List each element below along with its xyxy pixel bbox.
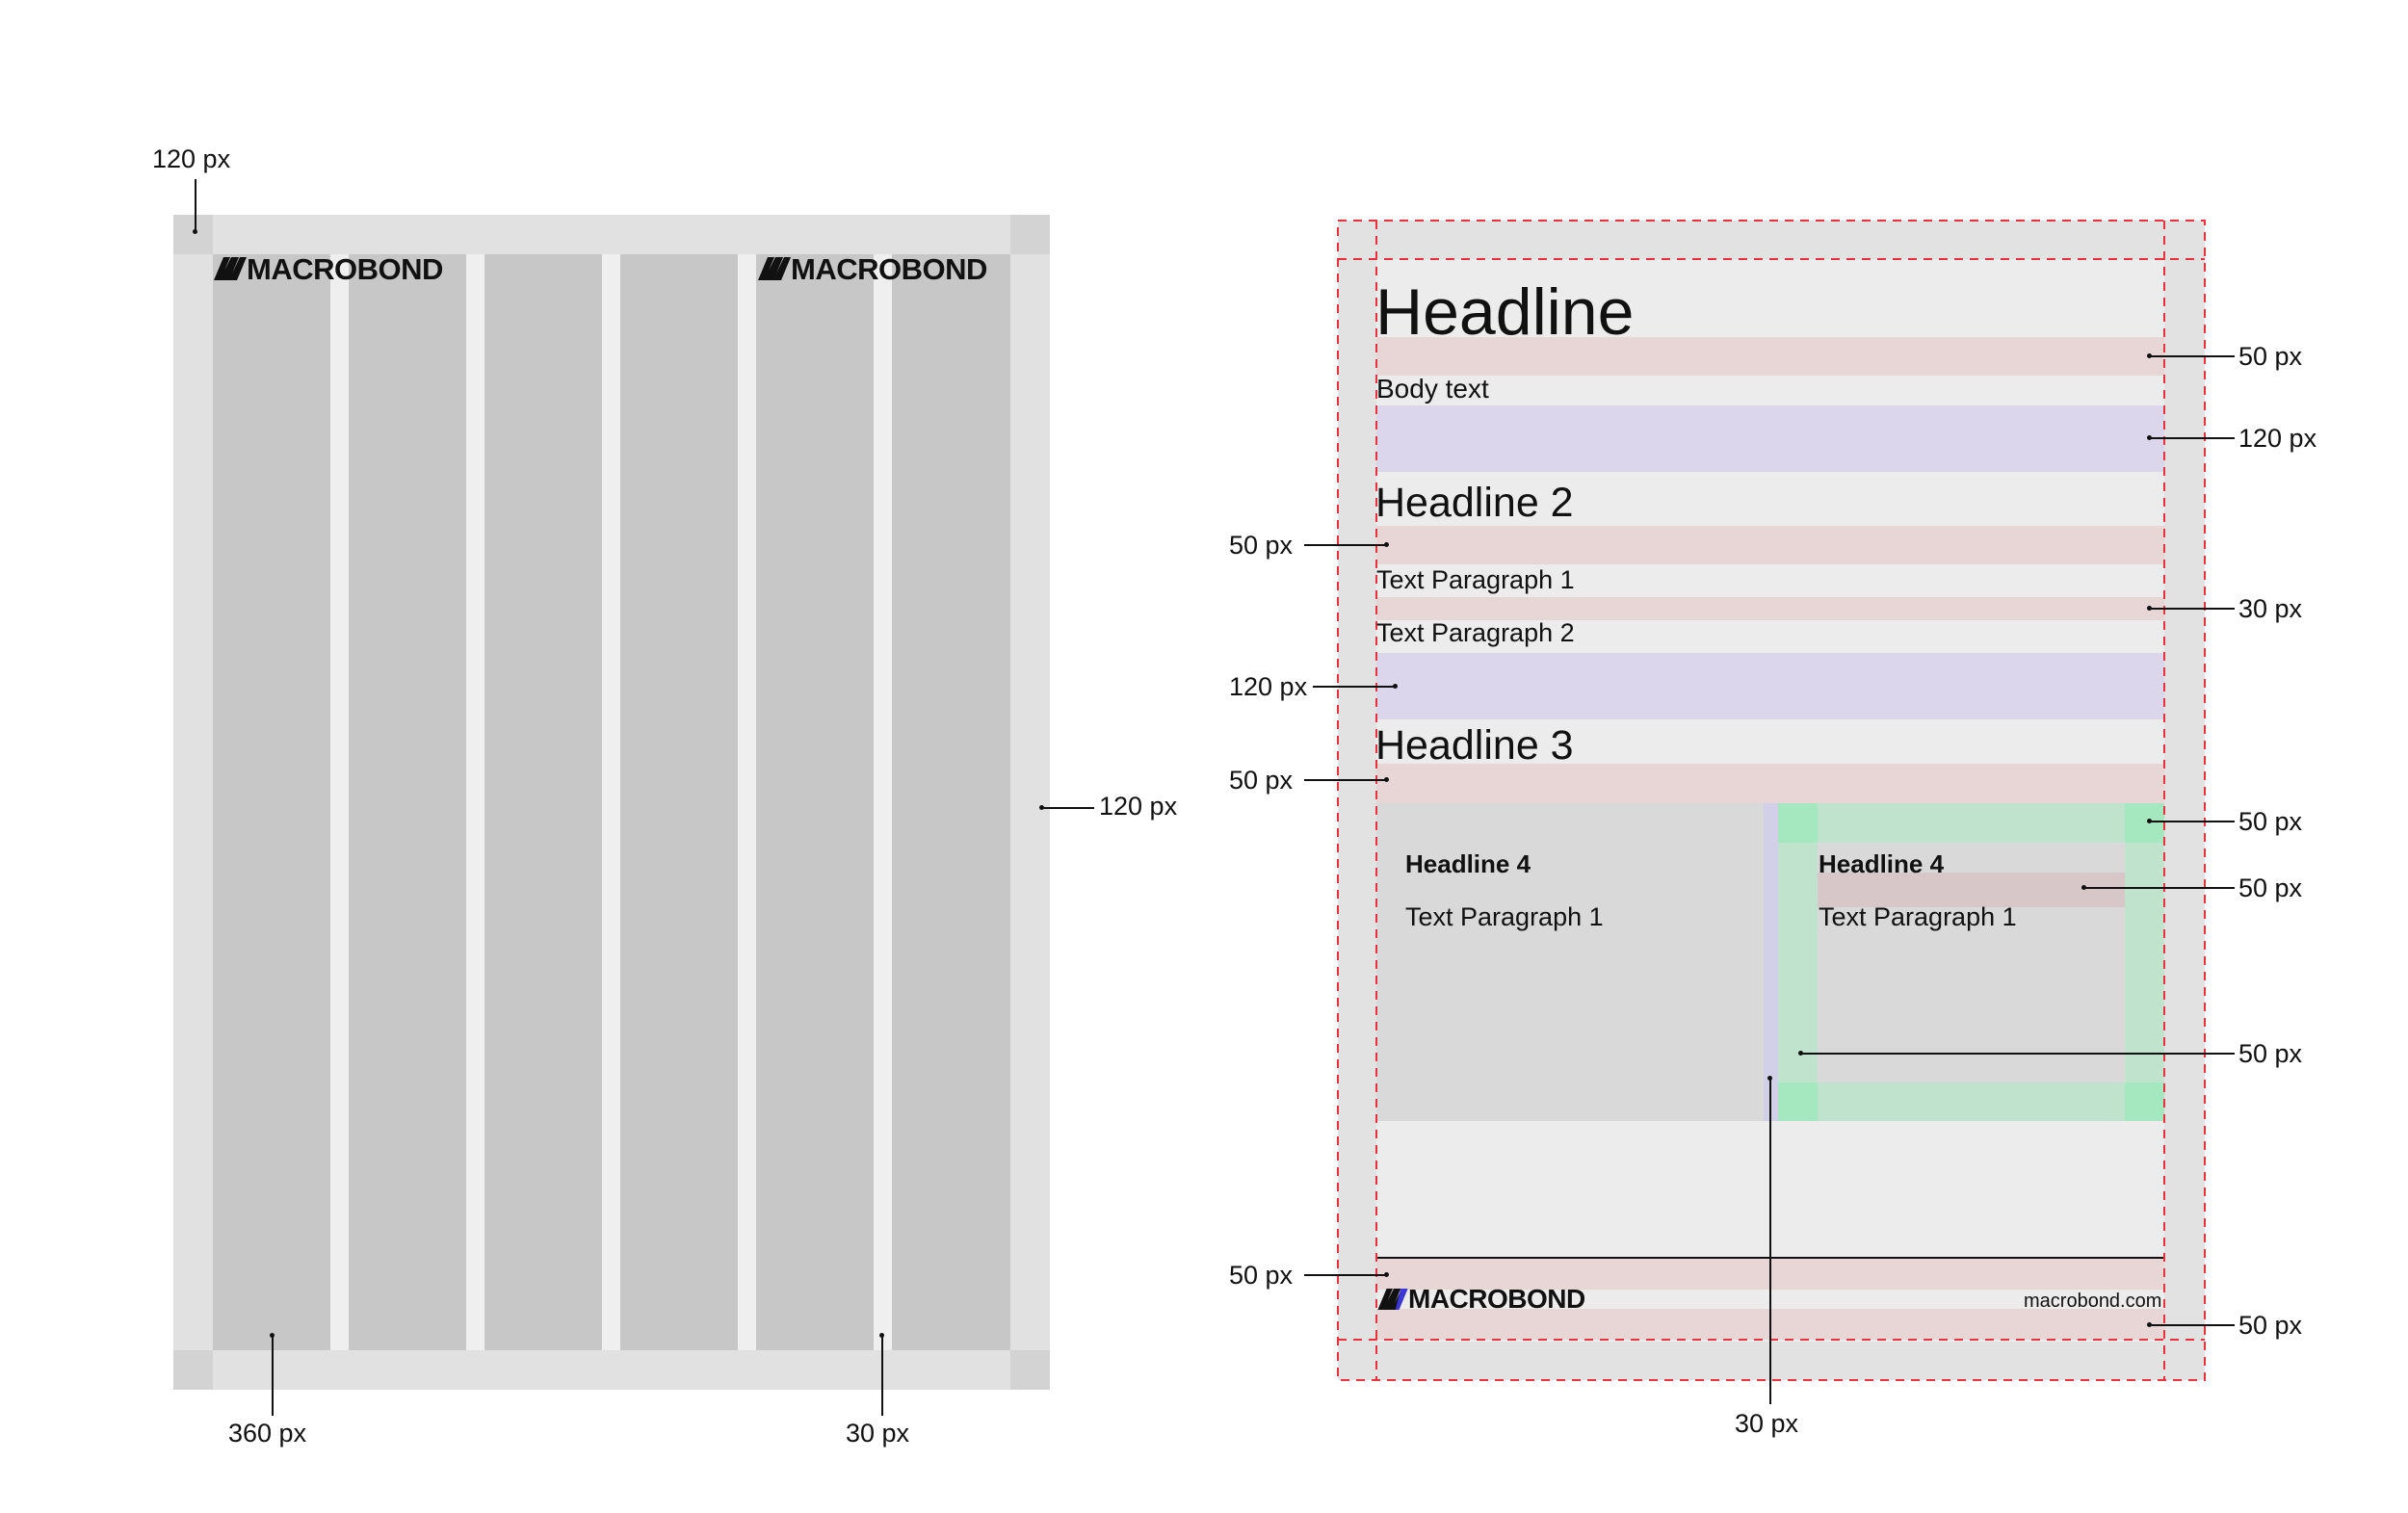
spacing-label: 50 px [2238,807,2303,836]
headline-2: Headline 2 [1375,480,1574,526]
leader-dot [879,1333,884,1338]
footer-logo: MACROBOND [1377,1286,1585,1313]
logo-text: MACROBOND [1408,1284,1585,1314]
leader-dot [270,1333,275,1338]
margin-right-label: 120 px [1099,792,1178,821]
leader-dot [1039,805,1044,810]
logo-text: MACROBOND [791,251,987,286]
gutter-label: 30 px [1735,1409,1799,1438]
macrobond-logo: MACROBOND [758,251,987,286]
spacing-120-band [1376,405,2164,472]
leader-line [1304,1274,1387,1276]
spacing-label: 30 px [2238,594,2303,623]
leader-line [881,1337,883,1416]
text-paragraph-1: Text Paragraph 1 [1376,565,1575,594]
leader-line [2084,887,2235,889]
macrobond-mark-icon [1377,1289,1408,1310]
grid-column [892,254,1010,1350]
left-grid-corner [173,215,213,254]
leader-line [2150,608,2235,610]
grid-column [213,254,330,1350]
left-grid-corner [1010,1350,1050,1390]
leader-dot [1767,1076,1772,1081]
leader-line [272,1337,274,1416]
leader-line [2150,821,2235,822]
leader-dot [2147,435,2152,440]
gutter-label: 30 px [846,1419,910,1448]
leader-dot [193,229,197,234]
grid-column [620,254,738,1350]
leader-line [1042,807,1094,809]
card-padding-corner [2125,1083,2164,1121]
grid-column [349,254,466,1350]
leader-line [1304,544,1387,546]
macrobond-mark-icon [758,257,791,280]
spacing-50-band [1376,526,2164,564]
macrobond-mark-icon [214,257,247,280]
grid-column [484,254,602,1350]
spacing-120-band [1376,653,2164,719]
spacing-label: 50 px [1229,1261,1294,1290]
leader-line [1313,686,1396,688]
macrobond-logo: MACROBOND [214,251,443,286]
left-grid-corner [173,1350,213,1390]
grid-column [756,254,874,1350]
spacing-label: 50 px [2238,1311,2303,1340]
card-left-title: Headline 4 [1405,849,1531,878]
spacing-label: 120 px [1229,672,1308,701]
leader-dot [1384,542,1389,547]
spacing-label: 120 px [2238,424,2317,453]
card-padding-corner [1778,1083,1818,1121]
card-right-text: Text Paragraph 1 [1819,902,2017,931]
headline-3: Headline 3 [1375,722,1574,769]
spacing-label: 50 px [1229,531,1294,560]
leader-dot [2147,353,2152,358]
leader-dot [1384,1272,1389,1277]
spacing-label: 50 px [2238,1039,2303,1068]
leader-line [2150,1324,2235,1326]
leader-dot [2147,1322,2152,1327]
card-gutter [1764,803,1778,1121]
card-left [1376,803,1764,1121]
leader-line [1769,1079,1771,1404]
card-right-title: Headline 4 [1819,849,1945,878]
text-paragraph-2: Text Paragraph 2 [1376,618,1575,647]
spacing-label: 50 px [2238,342,2303,371]
margin-guides [1337,220,2206,1381]
footer-url: macrobond.com [2024,1291,2162,1312]
margin-top-label: 120 px [152,144,231,173]
leader-dot [1393,684,1398,689]
card-padding-right [2125,843,2164,1083]
leader-line [1801,1053,2235,1055]
left-grid-corner [1010,215,1050,254]
leader-line [1304,779,1387,781]
card-right [1778,803,2164,1121]
card-padding-corner [1778,803,1818,843]
spacing-30-band [1376,597,2164,620]
leader-dot [2147,819,2152,823]
card-padding-corner [2125,803,2164,843]
left-grid-content-area [213,254,1010,1350]
card-padding-top [1778,803,2164,843]
headline: Headline [1375,275,1635,349]
leader-dot [2147,606,2152,611]
logo-text: MACROBOND [247,251,443,286]
spacing-50-band [1376,764,2164,803]
spacing-label: 50 px [1229,766,1294,795]
card-padding-left [1778,843,1818,1083]
leader-dot [1384,777,1389,782]
body-text: Body text [1376,374,1489,404]
spacing-label: 50 px [2238,874,2303,902]
leader-dot [1798,1051,1803,1056]
card-title-gap-band [1818,873,2125,907]
leader-dot [2081,885,2086,890]
leader-line [2150,355,2235,357]
card-padding-bottom [1778,1083,2164,1121]
leader-line [195,179,196,231]
column-width-label: 360 px [228,1419,307,1448]
leader-line [2150,437,2235,439]
spacing-50-band [1376,337,2164,376]
card-left-text: Text Paragraph 1 [1405,902,1604,931]
